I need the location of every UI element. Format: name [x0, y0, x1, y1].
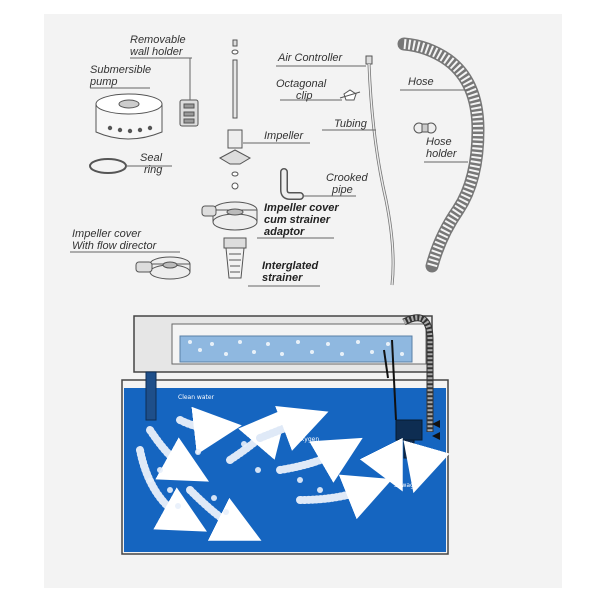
air-controller-drawing [365, 55, 395, 286]
outlet-pipe [145, 371, 157, 421]
label-air-controller: Air Controller [278, 52, 343, 64]
hose-holder-drawing [413, 122, 437, 134]
label-seal-ring: Seal ring [140, 152, 163, 176]
hose-drawing [397, 37, 485, 273]
flow-arrows [136, 405, 450, 541]
strainer-drawing [223, 237, 247, 279]
wall-holder-drawing [179, 99, 199, 127]
label-hose-holder: Hose holder [426, 136, 457, 160]
flow-director-cover-drawing [135, 256, 191, 280]
adaptor-drawing [201, 201, 258, 231]
label-impeller-cover-flow-director: Impeller cover With flow director [72, 228, 157, 252]
label-interglated-strainer: Interglated strainer [262, 260, 319, 284]
label-tubing: Tubing [334, 118, 367, 130]
seal-ring-drawing [89, 158, 127, 174]
bubbles [147, 441, 323, 515]
label-removable-wall-holder: Removable wall holder [130, 34, 186, 58]
submersible-pump-drawing [95, 93, 163, 140]
return-hose [402, 314, 434, 432]
octagonal-clip-drawing [339, 89, 361, 101]
label-impeller-cover-adaptor: Impeller cover cum strainer adaptor [264, 202, 339, 238]
impeller-assembly-drawing [218, 39, 252, 190]
label-impeller: Impeller [264, 130, 304, 142]
label-hose: Hose [408, 76, 434, 88]
filter-box [133, 315, 433, 373]
filter-media [179, 335, 413, 363]
label-sewage: Sewage [394, 482, 418, 489]
label-clean-water: Clean water [178, 394, 215, 401]
label-oxygen: Oxygen [296, 436, 320, 443]
label-octagonal-clip: Octagonal clip [276, 78, 327, 102]
label-crooked-pipe: Crooked pipe [326, 172, 368, 196]
label-submersible-pump: Submersible pump [90, 64, 152, 88]
